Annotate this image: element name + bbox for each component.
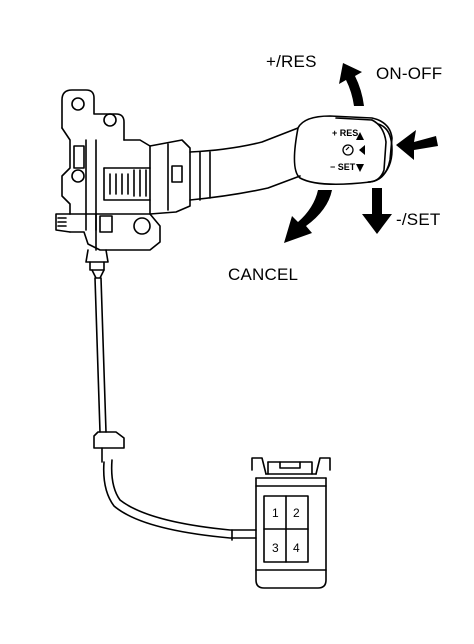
set-label: -/SET (396, 210, 441, 229)
lever-set-marking: − SET (330, 162, 356, 172)
left-triangle-icon (359, 145, 365, 155)
up-triangle-icon (356, 132, 364, 140)
connector-pins: 1 2 3 4 (272, 506, 300, 555)
pin-label: 4 (293, 541, 300, 555)
lever-markings: + RES − SET (330, 128, 365, 172)
direction-arrows (284, 63, 438, 243)
down-triangle-icon (356, 164, 364, 172)
pin-label: 3 (272, 541, 279, 555)
set-arrow-icon (362, 188, 392, 234)
on-off-label: ON-OFF (376, 64, 443, 83)
pin-label: 1 (272, 506, 279, 520)
cruise-control-icon (342, 144, 354, 156)
res-arrow-icon (339, 63, 364, 106)
cancel-arrow-icon (284, 190, 332, 243)
cable (91, 269, 257, 541)
lever-head (293, 115, 393, 186)
on-off-arrow-icon (396, 130, 438, 160)
res-label: +/RES (266, 52, 317, 71)
pin-label: 2 (293, 506, 300, 520)
lever-stalk (189, 127, 301, 201)
switch-body (55, 89, 191, 271)
cancel-label: CANCEL (228, 265, 299, 284)
lever-res-marking: + RES (332, 128, 358, 138)
connector (251, 457, 331, 589)
